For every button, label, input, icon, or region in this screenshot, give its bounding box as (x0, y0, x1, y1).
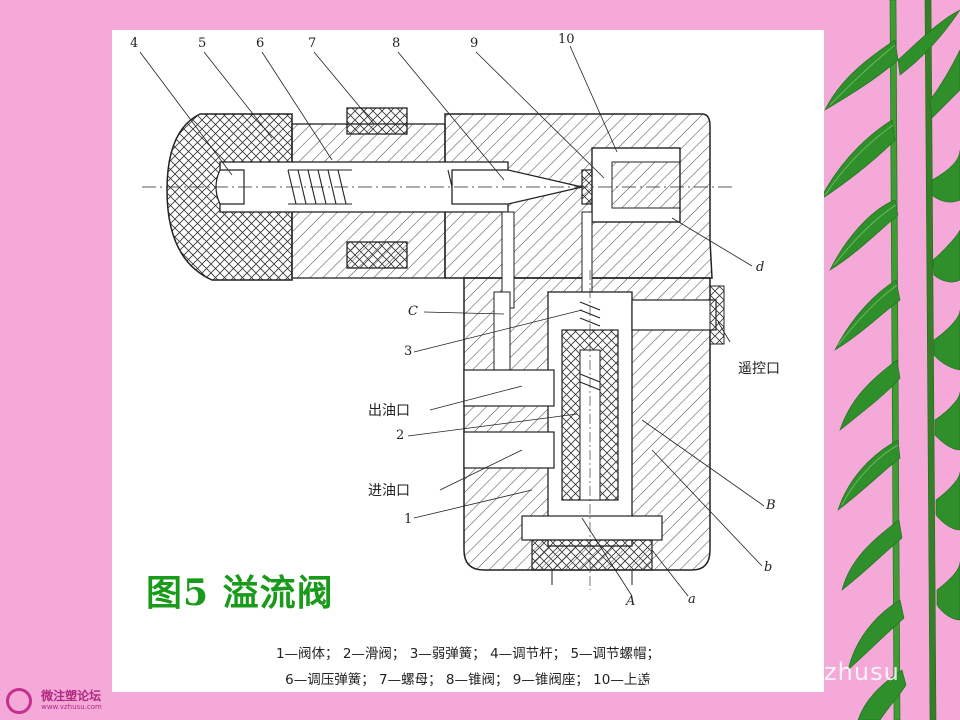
label-outlet: 出油口 (368, 403, 410, 419)
forum-url: www.vzhusu.com (41, 703, 102, 711)
inlet-port (463, 431, 555, 469)
label-a: a (688, 592, 696, 607)
outlet-port (463, 369, 555, 407)
caption-line-1: 1—阀体； 2—滑阀； 3—弱弹簧； 4—调节杆； 5—调节螺帽； (275, 646, 661, 662)
part-label-7: 7 (308, 36, 317, 51)
part-label-9: 9 (470, 36, 479, 51)
caption-line-2: 6—调压弹簧； 7—螺母； 8—锥阀； 9—锥阀座； 10—上盖 (285, 672, 651, 688)
part-label-4: 4 (130, 36, 139, 51)
label-inlet: 进油口 (368, 483, 410, 499)
part-label-10: 10 (558, 32, 575, 47)
label-3: 3 (404, 344, 413, 359)
label-d: d (756, 260, 765, 275)
leader-lines (139, 45, 765, 597)
label-C: C (408, 304, 418, 319)
remote-port (631, 299, 717, 331)
figure-title: 图5 溢流阀 (146, 572, 334, 614)
wechat-watermark: 微信号：weizhusu (640, 652, 900, 687)
forum-logo-icon (6, 688, 32, 714)
label-remote-port: 遥控口 (738, 361, 780, 377)
label-B: B (766, 498, 776, 513)
watermark-text: 微信号：weizhusu (680, 658, 900, 686)
label-2: 2 (396, 428, 405, 443)
part-label-6: 6 (256, 36, 265, 51)
relief-valve-cross-section (139, 45, 765, 597)
label-1: 1 (404, 512, 413, 527)
poppet-cone (451, 169, 583, 205)
forum-name: 微注塑论坛 (41, 689, 102, 703)
forum-logo: 微注塑论坛 www.vzhusu.com (6, 688, 102, 716)
label-b: b (764, 560, 773, 575)
wechat-icon (640, 660, 672, 686)
part-label-8: 8 (392, 36, 401, 51)
part-label-5: 5 (198, 36, 207, 51)
figure-panel: 4 5 6 7 8 9 10 C 3 出油口 2 进油口 1 d 遥控口 B b… (112, 30, 824, 692)
label-A: A (626, 594, 636, 609)
bamboo-decoration (820, 0, 960, 720)
